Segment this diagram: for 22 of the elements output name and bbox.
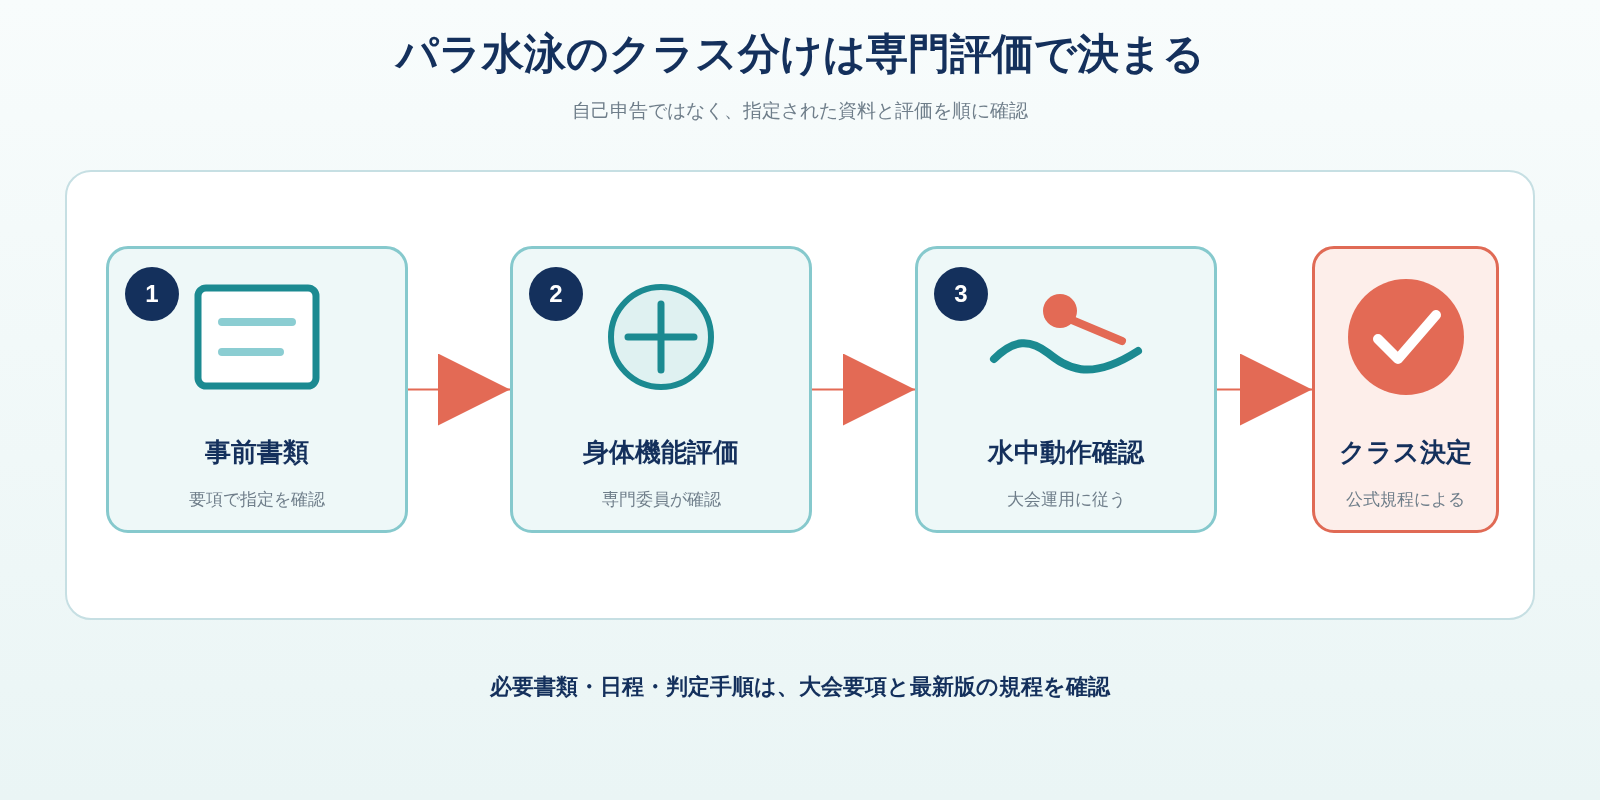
step-title: クラス決定 xyxy=(1339,436,1472,469)
arrow xyxy=(407,353,511,426)
step-description: 専門委員が確認 xyxy=(601,488,721,511)
panel-background xyxy=(65,170,1535,620)
step-title: 水中動作確認 xyxy=(988,436,1144,469)
step-card xyxy=(915,246,1217,533)
step-title: 身体機能評価 xyxy=(583,436,739,469)
step-description: 要項で指定を確認 xyxy=(189,488,325,511)
step-card xyxy=(510,246,812,533)
footer-note: 必要書類・日程・判定手順は、大会要項と最新版の規程を確認 xyxy=(489,673,1112,701)
step-number-badge: 2 xyxy=(529,267,583,321)
arrow xyxy=(1216,353,1313,426)
step-card xyxy=(106,246,408,533)
subtitle: 自己申告ではなく、指定された資料と評価を順に確認 xyxy=(571,98,1029,123)
title: パラ水泳のクラス分けは専門評価で決まる xyxy=(393,28,1206,80)
step-description: 公式規程による xyxy=(1346,488,1465,511)
result-card xyxy=(1312,246,1499,533)
step-number-badge: 1 xyxy=(125,267,179,321)
step-number-badge: 3 xyxy=(934,267,988,321)
step-description: 大会運用に従う xyxy=(1006,488,1126,511)
arrow xyxy=(811,353,916,426)
step-title: 事前書類 xyxy=(205,436,309,469)
